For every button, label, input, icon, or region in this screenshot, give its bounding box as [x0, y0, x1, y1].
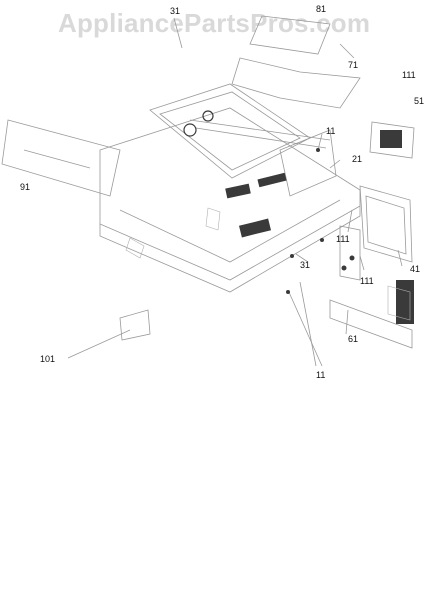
control-board — [225, 183, 251, 199]
motor-part — [369, 121, 415, 159]
door-panel — [1, 119, 121, 197]
callout-21: 21 — [352, 154, 363, 164]
callout-111-mid: 111 — [336, 234, 350, 244]
callout-11-mid: 11 — [326, 126, 336, 136]
callout-11-bottom: 11 — [316, 370, 326, 380]
callout-61: 61 — [348, 334, 359, 344]
callout-111-top: 111 — [402, 70, 416, 80]
callout-81: 81 — [316, 4, 327, 14]
callout-111-low: 111 — [360, 276, 374, 286]
callout-41: 41 — [410, 264, 421, 274]
watermark-logo: AppliancePartsPros.com — [58, 8, 371, 38]
upper-tray — [149, 83, 311, 179]
callout-91: 91 — [20, 182, 31, 192]
callout-31-mid: 31 — [300, 260, 311, 270]
callout-101: 101 — [40, 354, 56, 364]
upper-cover — [231, 57, 361, 109]
side-bracket — [359, 185, 413, 263]
callout-31-top: 31 — [170, 6, 181, 16]
callout-51: 51 — [414, 96, 425, 106]
foot-part — [119, 309, 151, 341]
mount-plate — [329, 299, 413, 349]
top-panel — [249, 15, 331, 55]
callout-71: 71 — [348, 60, 359, 70]
